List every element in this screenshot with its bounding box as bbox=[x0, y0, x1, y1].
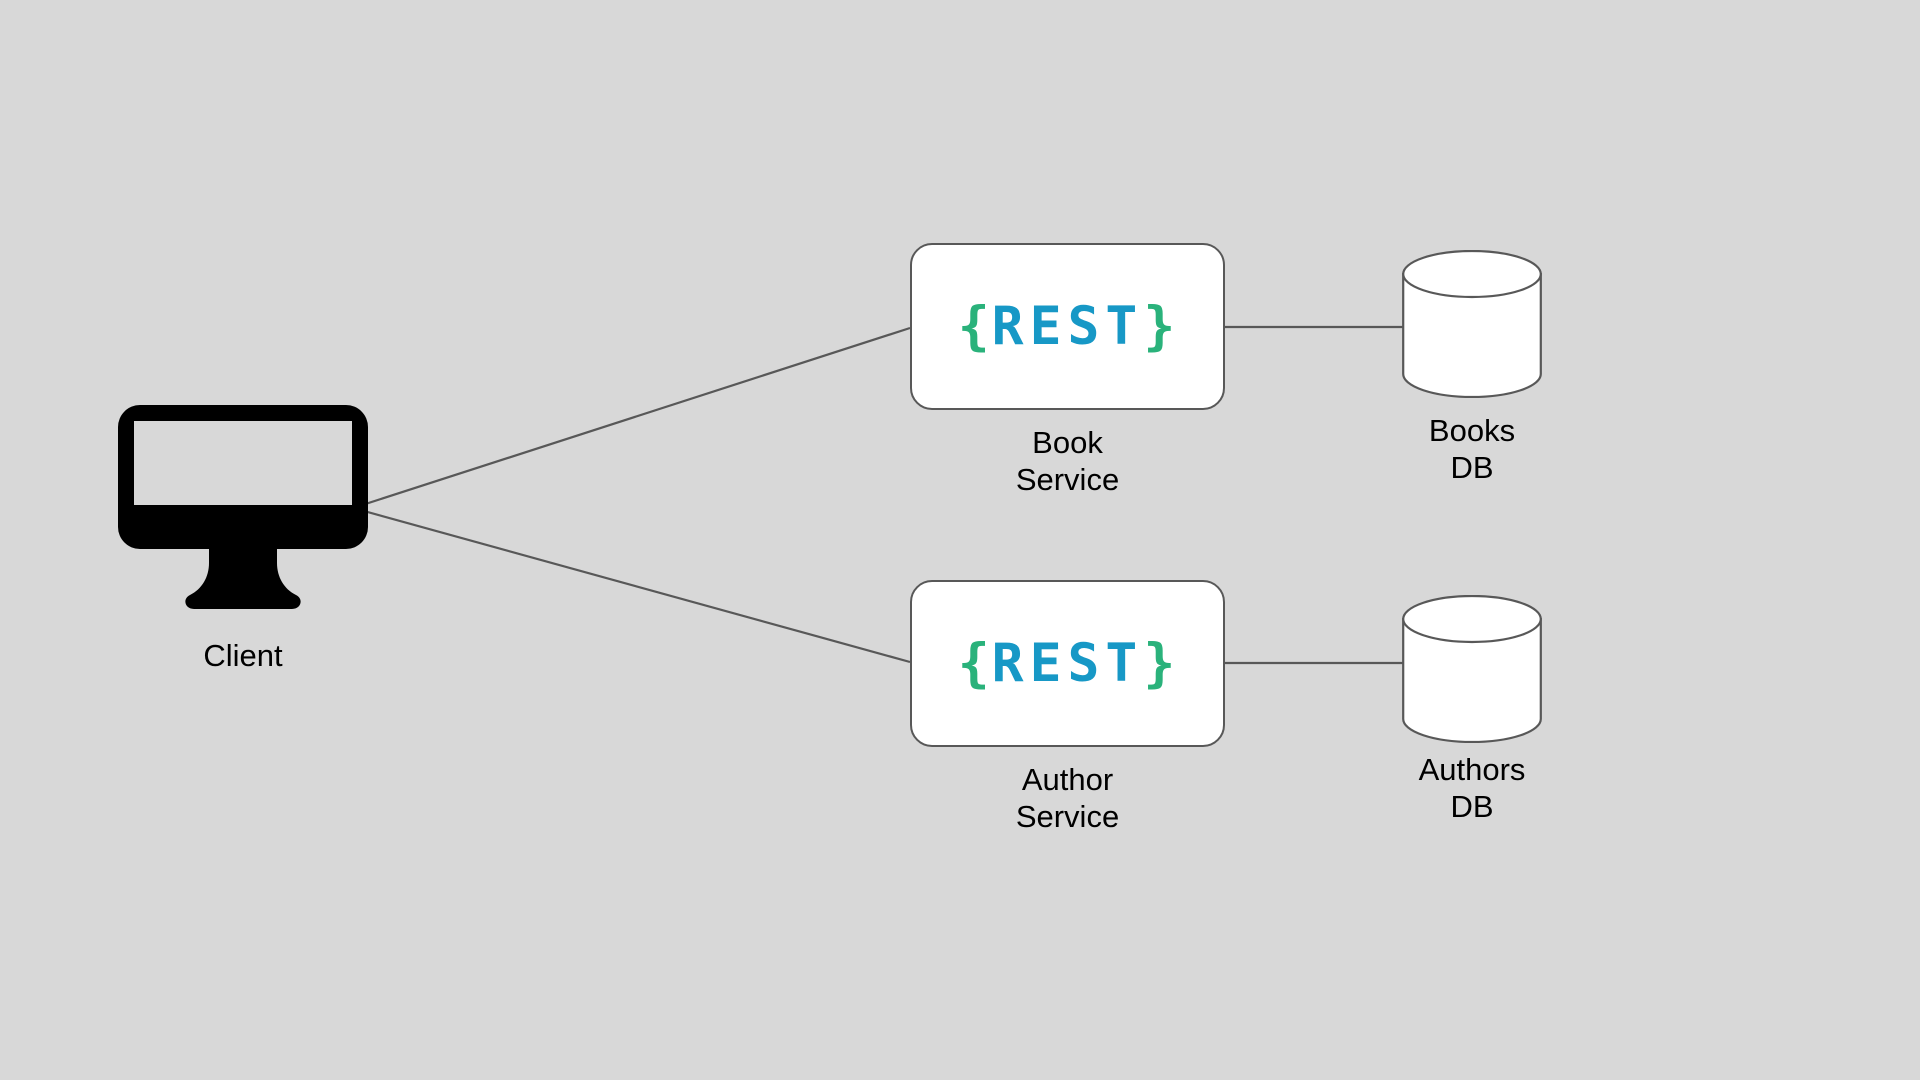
rest-left-brace: { bbox=[957, 633, 992, 694]
label-authors-db: Authors DB bbox=[1418, 752, 1526, 824]
node-author-service[interactable]: {REST} bbox=[910, 580, 1225, 747]
rest-word: REST bbox=[991, 296, 1144, 357]
node-book-service[interactable]: {REST} bbox=[910, 243, 1225, 410]
node-books-db[interactable] bbox=[1402, 250, 1542, 398]
database-cylinder-icon bbox=[1402, 595, 1542, 743]
rest-word: REST bbox=[991, 633, 1144, 694]
node-client[interactable] bbox=[118, 405, 368, 610]
desktop-monitor-icon bbox=[118, 405, 368, 609]
rest-left-brace: { bbox=[957, 296, 992, 357]
edge-client-to-author-service bbox=[352, 506, 911, 664]
label-client: Client bbox=[203, 638, 283, 673]
rest-right-brace: } bbox=[1143, 296, 1178, 357]
database-cylinder-icon bbox=[1402, 250, 1542, 398]
rest-api-icon: {REST} bbox=[958, 300, 1177, 353]
label-books-db: Books DB bbox=[1428, 413, 1516, 485]
label-author-service: Author Service bbox=[1015, 762, 1120, 834]
rest-right-brace: } bbox=[1143, 633, 1178, 694]
node-authors-db[interactable] bbox=[1402, 595, 1542, 743]
label-book-service: Book Service bbox=[1015, 425, 1120, 497]
rest-api-icon: {REST} bbox=[958, 637, 1177, 690]
edge-client-to-book-service bbox=[352, 326, 911, 510]
